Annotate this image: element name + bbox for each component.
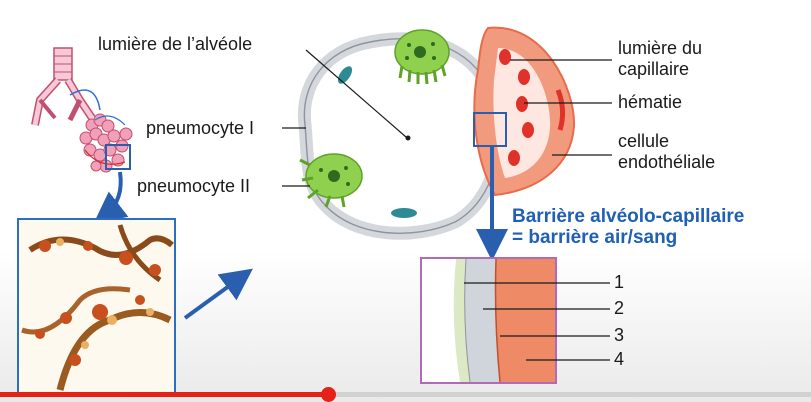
label-cellule-line1: cellule [618, 131, 670, 151]
zoom-arrow-curved [93, 171, 129, 224]
label-barriere-line2: = barrière air/sang [512, 227, 678, 248]
label-pneumocyte-1: pneumocyte I [146, 118, 255, 138]
to-alveolus-arrow [183, 268, 253, 320]
video-scrubber-handle[interactable] [321, 387, 337, 402]
label-cellule-line2: endothéliale [618, 152, 716, 172]
pneumocyte-2-left [299, 153, 363, 208]
lung-bronchi-illustration [31, 47, 133, 173]
video-progress-fill [0, 392, 329, 397]
pneumocyte-2-top [394, 29, 450, 85]
layer-number-1: 1 [614, 272, 625, 292]
layer-leader-lines [464, 282, 610, 361]
capillary [473, 26, 576, 197]
micrograph-panel [17, 218, 176, 396]
leader-lines [282, 49, 612, 187]
label-barriere-line1: Barrière alvéolo-capillaire [512, 206, 745, 227]
label-lumiere-capillaire-line2: capillaire [618, 59, 690, 79]
label-lumiere-alveole: lumière de l’alvéole [98, 34, 253, 54]
red-blood-cells [499, 49, 534, 166]
barrier-inset [420, 257, 557, 384]
layer-number-2: 2 [614, 298, 625, 318]
label-lumiere-capillaire-line1: lumière du [618, 38, 703, 58]
label-pneumocyte-2: pneumocyte II [137, 176, 251, 196]
layer-number-4: 4 [614, 349, 625, 369]
video-progress-bar[interactable] [0, 387, 811, 402]
label-hematie: hématie [618, 92, 683, 112]
layer-number-3: 3 [614, 325, 625, 345]
